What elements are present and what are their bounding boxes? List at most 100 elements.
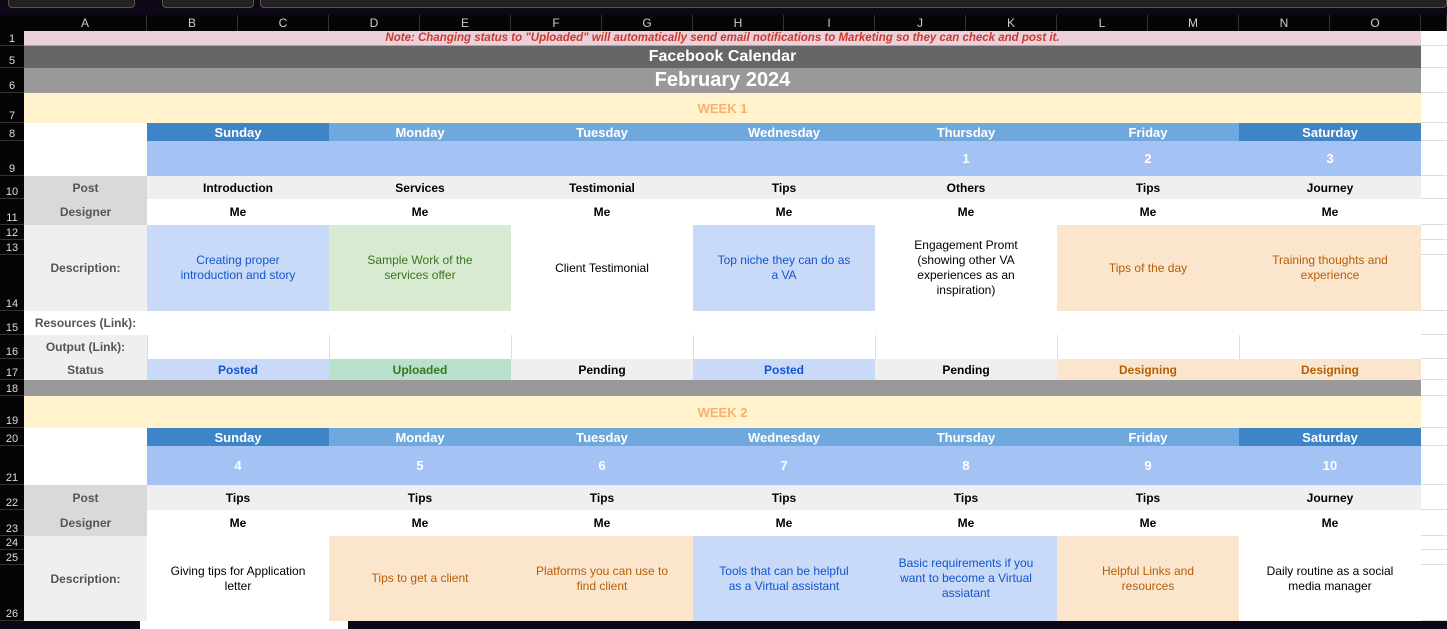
row-header-9[interactable]: 9 bbox=[0, 141, 24, 176]
description-cell[interactable]: Daily routine as a social media manager bbox=[1239, 536, 1421, 621]
designer-cell[interactable]: Me bbox=[511, 199, 693, 225]
designer-cell[interactable]: Me bbox=[147, 510, 329, 536]
date-cell[interactable] bbox=[329, 141, 511, 176]
status-cell[interactable]: Designing bbox=[1239, 359, 1421, 380]
row-header-15[interactable]: 15 bbox=[0, 311, 24, 335]
column-header-j[interactable]: J bbox=[875, 15, 966, 31]
designer-cell[interactable]: Me bbox=[693, 199, 875, 225]
post-type-cell[interactable]: Journey bbox=[1239, 176, 1421, 199]
row-header-18[interactable]: 18 bbox=[0, 380, 24, 396]
row-header-21[interactable]: 21 bbox=[0, 446, 24, 485]
row-header-23[interactable]: 23 bbox=[0, 510, 24, 536]
output-link-cell[interactable] bbox=[875, 335, 1057, 359]
description-cell[interactable]: Tools that can be helpful as a Virtual a… bbox=[693, 536, 875, 621]
date-cell[interactable] bbox=[511, 141, 693, 176]
sheet-tabs-area[interactable] bbox=[0, 621, 140, 629]
status-cell[interactable]: Uploaded bbox=[329, 359, 511, 380]
column-header-l[interactable]: L bbox=[1057, 15, 1148, 31]
post-type-cell[interactable]: Tips bbox=[1057, 485, 1239, 510]
resources-link-cell[interactable] bbox=[147, 311, 329, 335]
row-header-19[interactable]: 19 bbox=[0, 396, 24, 428]
row-header-6[interactable]: 6 bbox=[0, 68, 24, 93]
row-header-24[interactable]: 24 bbox=[0, 536, 24, 550]
column-header-o[interactable]: O bbox=[1330, 15, 1421, 31]
row-header-10[interactable]: 10 bbox=[0, 176, 24, 199]
post-type-cell[interactable]: Tips bbox=[693, 176, 875, 199]
resources-link-cell[interactable] bbox=[693, 311, 875, 335]
designer-cell[interactable]: Me bbox=[875, 510, 1057, 536]
column-header-g[interactable]: G bbox=[602, 15, 693, 31]
toolbar-button[interactable] bbox=[162, 0, 254, 8]
date-cell[interactable]: 3 bbox=[1239, 141, 1421, 176]
date-cell[interactable]: 9 bbox=[1057, 446, 1239, 485]
post-type-cell[interactable]: Introduction bbox=[147, 176, 329, 199]
column-header-e[interactable]: E bbox=[420, 15, 511, 31]
description-cell[interactable]: Sample Work of the services offer bbox=[329, 225, 511, 311]
post-type-cell[interactable]: Journey bbox=[1239, 485, 1421, 510]
status-cell[interactable]: Designing bbox=[1057, 359, 1239, 380]
description-cell[interactable]: Platforms you can use to find client bbox=[511, 536, 693, 621]
description-cell[interactable]: Engagement Promt (showing other VA exper… bbox=[875, 225, 1057, 311]
designer-cell[interactable]: Me bbox=[329, 199, 511, 225]
status-cell[interactable]: Pending bbox=[875, 359, 1057, 380]
date-cell[interactable]: 7 bbox=[693, 446, 875, 485]
formula-bar[interactable] bbox=[260, 0, 1447, 8]
date-cell[interactable]: 1 bbox=[875, 141, 1057, 176]
description-cell[interactable]: Client Testimonial bbox=[511, 225, 693, 311]
row-header-20[interactable]: 20 bbox=[0, 428, 24, 446]
row-header-16[interactable]: 16 bbox=[0, 335, 24, 359]
column-header-m[interactable]: M bbox=[1148, 15, 1239, 31]
row-header-14[interactable]: 14 bbox=[0, 255, 24, 311]
description-cell[interactable]: Tips of the day bbox=[1057, 225, 1239, 311]
column-header-h[interactable]: H bbox=[693, 15, 784, 31]
row-header-8[interactable]: 8 bbox=[0, 123, 24, 141]
column-header-k[interactable]: K bbox=[966, 15, 1057, 31]
designer-cell[interactable]: Me bbox=[1057, 199, 1239, 225]
row-header-22[interactable]: 22 bbox=[0, 485, 24, 510]
output-link-cell[interactable] bbox=[511, 335, 693, 359]
output-link-cell[interactable] bbox=[1057, 335, 1239, 359]
description-cell[interactable]: Top niche they can do as a VA bbox=[693, 225, 875, 311]
post-type-cell[interactable]: Tips bbox=[1057, 176, 1239, 199]
resources-link-cell[interactable] bbox=[875, 311, 1057, 335]
designer-cell[interactable]: Me bbox=[147, 199, 329, 225]
post-type-cell[interactable]: Tips bbox=[147, 485, 329, 510]
post-type-cell[interactable]: Tips bbox=[693, 485, 875, 510]
column-header-n[interactable]: N bbox=[1239, 15, 1330, 31]
designer-cell[interactable]: Me bbox=[1239, 510, 1421, 536]
post-type-cell[interactable]: Tips bbox=[329, 485, 511, 510]
output-link-cell[interactable] bbox=[329, 335, 511, 359]
resources-link-cell[interactable] bbox=[511, 311, 693, 335]
post-type-cell[interactable]: Testimonial bbox=[511, 176, 693, 199]
resources-link-cell[interactable] bbox=[1057, 311, 1239, 335]
row-header-12[interactable]: 12 bbox=[0, 225, 24, 240]
post-type-cell[interactable]: Tips bbox=[875, 485, 1057, 510]
date-cell[interactable]: 10 bbox=[1239, 446, 1421, 485]
row-header-26[interactable]: 26 bbox=[0, 565, 24, 621]
status-cell[interactable]: Pending bbox=[511, 359, 693, 380]
post-type-cell[interactable]: Tips bbox=[511, 485, 693, 510]
row-header-11[interactable]: 11 bbox=[0, 199, 24, 225]
description-cell[interactable]: Tips to get a client bbox=[329, 536, 511, 621]
designer-cell[interactable]: Me bbox=[1239, 199, 1421, 225]
status-cell[interactable]: Posted bbox=[693, 359, 875, 380]
date-cell[interactable]: 4 bbox=[147, 446, 329, 485]
row-header-1[interactable]: 1 bbox=[0, 31, 24, 46]
date-cell[interactable]: 2 bbox=[1057, 141, 1239, 176]
date-cell[interactable] bbox=[147, 141, 329, 176]
status-cell[interactable]: Posted bbox=[147, 359, 329, 380]
post-type-cell[interactable]: Services bbox=[329, 176, 511, 199]
select-all-corner[interactable] bbox=[0, 15, 24, 31]
row-header-7[interactable]: 7 bbox=[0, 93, 24, 123]
column-header-a[interactable]: A bbox=[24, 15, 147, 31]
row-header-13[interactable]: 13 bbox=[0, 240, 24, 255]
row-header-25[interactable]: 25 bbox=[0, 550, 24, 565]
column-header-d[interactable]: D bbox=[329, 15, 420, 31]
output-link-cell[interactable] bbox=[693, 335, 875, 359]
column-header-b[interactable]: B bbox=[147, 15, 238, 31]
row-header-17[interactable]: 17 bbox=[0, 359, 24, 380]
column-header-f[interactable]: F bbox=[511, 15, 602, 31]
output-link-cell[interactable] bbox=[1239, 335, 1421, 359]
date-cell[interactable] bbox=[693, 141, 875, 176]
designer-cell[interactable]: Me bbox=[511, 510, 693, 536]
